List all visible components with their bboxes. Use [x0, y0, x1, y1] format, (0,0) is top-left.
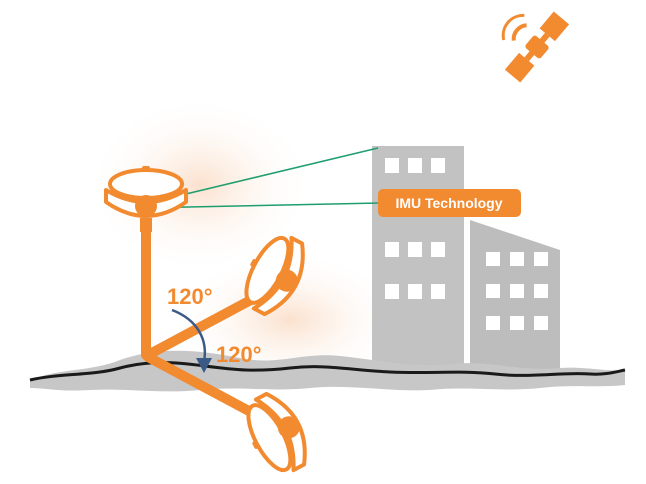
imu-label: IMU Technology: [395, 195, 502, 211]
angle-label-lower: 120°: [216, 342, 262, 367]
satellite-icon: [483, 0, 569, 83]
gnss-receiver-icon: [235, 387, 318, 482]
buildings: [372, 146, 560, 374]
building-tall: [372, 146, 464, 374]
angle-label-upper: 120°: [167, 284, 213, 309]
building-right-windows: [486, 252, 548, 330]
